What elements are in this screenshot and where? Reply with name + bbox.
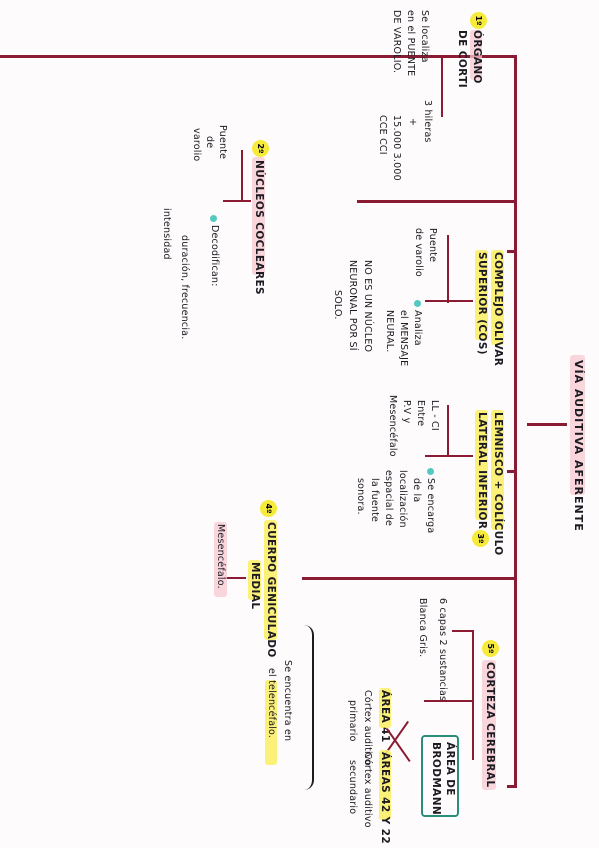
olivar-side-1: Puente [427,228,438,263]
lemnisco-bullet-4: espacial de [383,470,394,527]
olivar-note-2: NEURONAL POR SÍ [347,260,358,351]
branch-geniculado [302,577,517,580]
olivar-stem [425,300,473,302]
lemnisco-line-2: Entre [415,400,426,427]
nucleos-bullet-dot [210,215,217,222]
corteza-left-stem [452,630,474,632]
corteza-left-1: 6 capas 2 sustancias [437,598,448,702]
geniculado-line-1: Mesencéfalo. [215,524,226,589]
olivar-bullet-2: el MENSAJE [398,310,409,367]
lemnisco-side-line [447,405,449,457]
brodmann-line-1: ÁREA DE [444,742,456,796]
nucleos-stem [223,200,251,202]
nucleos-sub-2: intensidad [161,208,172,260]
branch-corteza [507,785,517,788]
badge-2: 2º [252,140,269,157]
corti-line-2: en el PUENTE [405,10,416,77]
branch-lemnisco [507,470,517,473]
lemnisco-line-3: P.V y [401,400,412,424]
olivar-heading-1: COMPLEJO OLIVAR [492,252,504,367]
nucleos-bullet: Decodifican: [209,225,220,287]
trunk-top [0,55,514,58]
lemnisco-bullet-5: la fuente [369,478,380,523]
lemnisco-bullet-dot [427,468,434,475]
lemnisco-heading-1: LEMNISCO + COLÍCULO [492,412,504,556]
title-stem [527,423,567,426]
olivar-bullet-1: Analiza [412,310,423,346]
main-trunk [514,55,517,785]
nucleos-side-line [241,150,243,202]
corti-stem [441,55,455,57]
badge-5: 5º [482,640,499,657]
diagram-title: VÍA AUDITIVA AFERENTE [572,360,585,532]
lemnisco-bullet-2: de la [411,478,422,503]
brodmann-line-2: BRODMANN [430,742,442,816]
corti-count-1: 15.000 3.000 [391,115,402,181]
corti-side-2: + [407,118,418,127]
branch-complejo [507,250,517,253]
corti-side-1: 3 hileras [422,100,433,143]
geniculado-heading-1: CUERPO GENICULADO [265,522,277,658]
corteza-sub-line [472,630,474,760]
corti-heading-1: ÓRGANO [471,30,483,84]
brace [296,625,314,790]
nucleos-sub-1: duración, frecuencia. [179,235,190,340]
corteza-area4222: ÁREAS 42 y 22 [379,752,391,845]
geniculado-heading-2: MEDIAL [249,562,261,610]
geniculado-stem [224,577,246,579]
lemnisco-bullet-1: Se encarga [425,478,436,534]
corteza-right-stem [424,700,472,702]
olivar-bullet-3: NEURAL. [384,310,395,353]
olivar-note-3: SOLO. [332,290,343,320]
nucleos-side-1: Puente [217,125,228,160]
nucleos-side-2: de [204,136,215,149]
olivar-side-line [447,235,449,303]
corti-sub-line [441,55,443,117]
olivar-note-1: NO ES UN NÚCLEO [362,260,373,353]
badge-3: 3º [472,530,489,547]
nucleos-side-3: varolio [191,128,202,162]
olivar-bullet-dot [414,300,421,307]
lemnisco-bullet-3: localización [397,470,408,528]
corteza-heading: CORTEZA CEREBRAL [484,662,496,788]
brace-note-1: Se encuentra en [282,660,293,742]
corteza-area4222-3: secundario [347,760,358,815]
badge-1: 1º [470,12,487,29]
lemnisco-heading-2: LATERAL INFERIOR [476,412,488,530]
corti-heading-2: DE CORTI [456,30,468,89]
corti-count-2: CCE CCI [377,115,388,155]
olivar-side-2: de varolio [413,228,424,277]
lemnisco-stem [425,455,473,457]
brace-note-2: el telencéfalo. [266,668,277,739]
nucleos-heading: NÚCLEOS COCLEARES [253,160,265,295]
corti-line-3: DE VAROLIO. [391,10,402,74]
lemnisco-line-1: LL - CI [429,400,440,431]
corteza-area4222-2: Córtex auditivo [362,752,373,828]
badge-4: 4º [260,500,277,517]
lemnisco-line-4: Mesencéfalo [387,395,398,457]
corteza-area41-3: primario [347,700,358,742]
corteza-left-2: Blanca Gris. [417,598,428,658]
lemnisco-bullet-6: sonora. [355,478,366,515]
branch-nucleos [357,200,517,203]
corti-line-1: Se localiza [419,10,430,63]
olivar-heading-2: SUPERIOR (COS) [476,252,488,356]
